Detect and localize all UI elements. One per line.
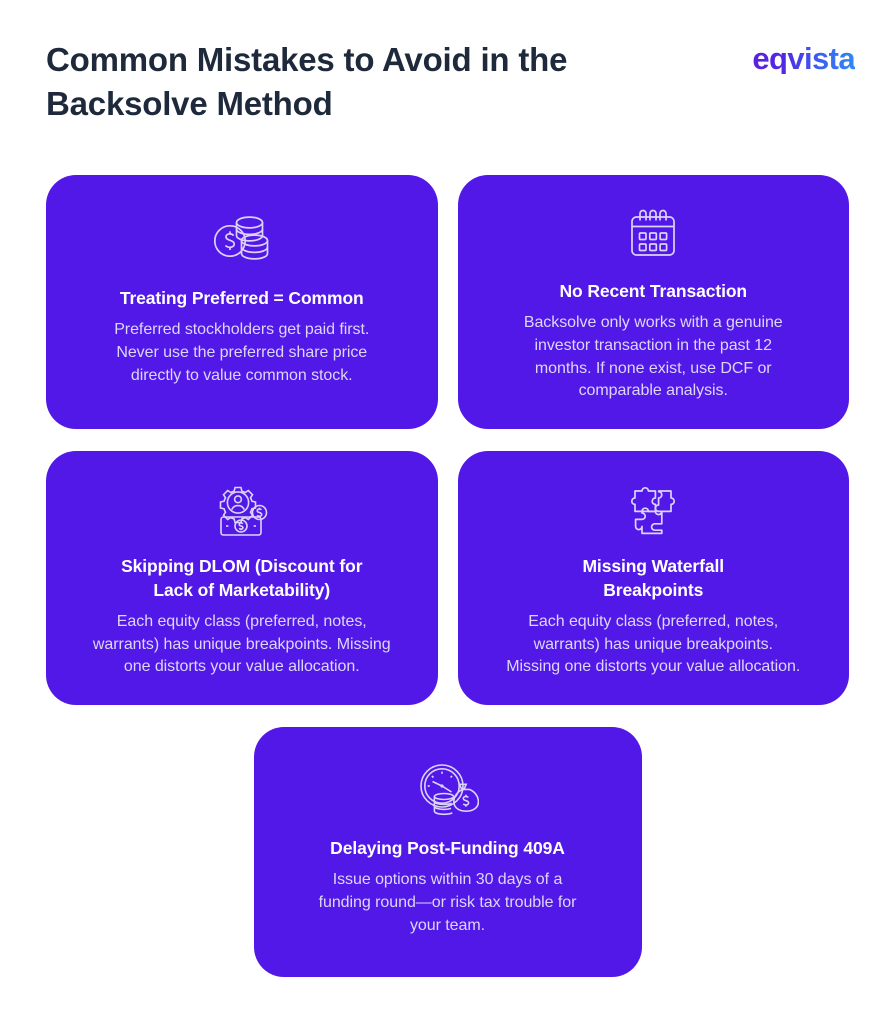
cards-grid: Treating Preferred = Common Preferred st…	[46, 175, 849, 999]
coins-dollar-icon	[211, 205, 273, 271]
cards-row-1: Treating Preferred = Common Preferred st…	[46, 175, 849, 429]
card-body: Each equity class (preferred, notes, war…	[92, 612, 391, 676]
eqvista-logo: eqvista	[752, 41, 855, 76]
gear-person-money-icon	[211, 481, 273, 543]
cards-row-3: Delaying Post-Funding 409A Issue options…	[46, 727, 849, 977]
card-skipping-dlom[interactable]: Skipping DLOM (Discount for Lack of Mark…	[46, 451, 438, 705]
card-body: Backsolve only works with a genuine inve…	[523, 314, 783, 400]
cards-row-2: Skipping DLOM (Discount for Lack of Mark…	[46, 451, 849, 705]
clock-money-bag-icon	[417, 757, 479, 823]
card-body: Each equity class (preferred, notes, war…	[506, 612, 801, 676]
page-title: Common Mistakes to Avoid in the Backsolv…	[46, 41, 568, 122]
puzzle-pieces-icon	[624, 481, 682, 543]
card-title: Treating Preferred = Common	[119, 288, 364, 308]
card-title: No Recent Transaction	[559, 280, 748, 301]
header: Common Mistakes to Avoid in the Backsolv…	[46, 38, 856, 138]
card-delaying-post-funding-409a[interactable]: Delaying Post-Funding 409A Issue options…	[253, 727, 642, 977]
calendar-icon	[624, 205, 682, 264]
card-no-recent-transaction[interactable]: No Recent Transaction Backsolve only wor…	[457, 175, 849, 429]
card-body: Issue options within 30 days of a fundin…	[318, 871, 577, 934]
card-title: Delaying Post-Funding 409A	[330, 838, 565, 858]
card-treating-preferred-common[interactable]: Treating Preferred = Common Preferred st…	[46, 175, 438, 429]
card-body: Preferred stockholders get paid first. N…	[114, 321, 370, 384]
card-title: Missing Waterfall Breakpoints	[582, 556, 725, 600]
card-missing-waterfall-breakpoints[interactable]: Missing Waterfall Breakpoints Each equit…	[457, 451, 849, 705]
card-title: Skipping DLOM (Discount for Lack of Mark…	[121, 556, 363, 600]
